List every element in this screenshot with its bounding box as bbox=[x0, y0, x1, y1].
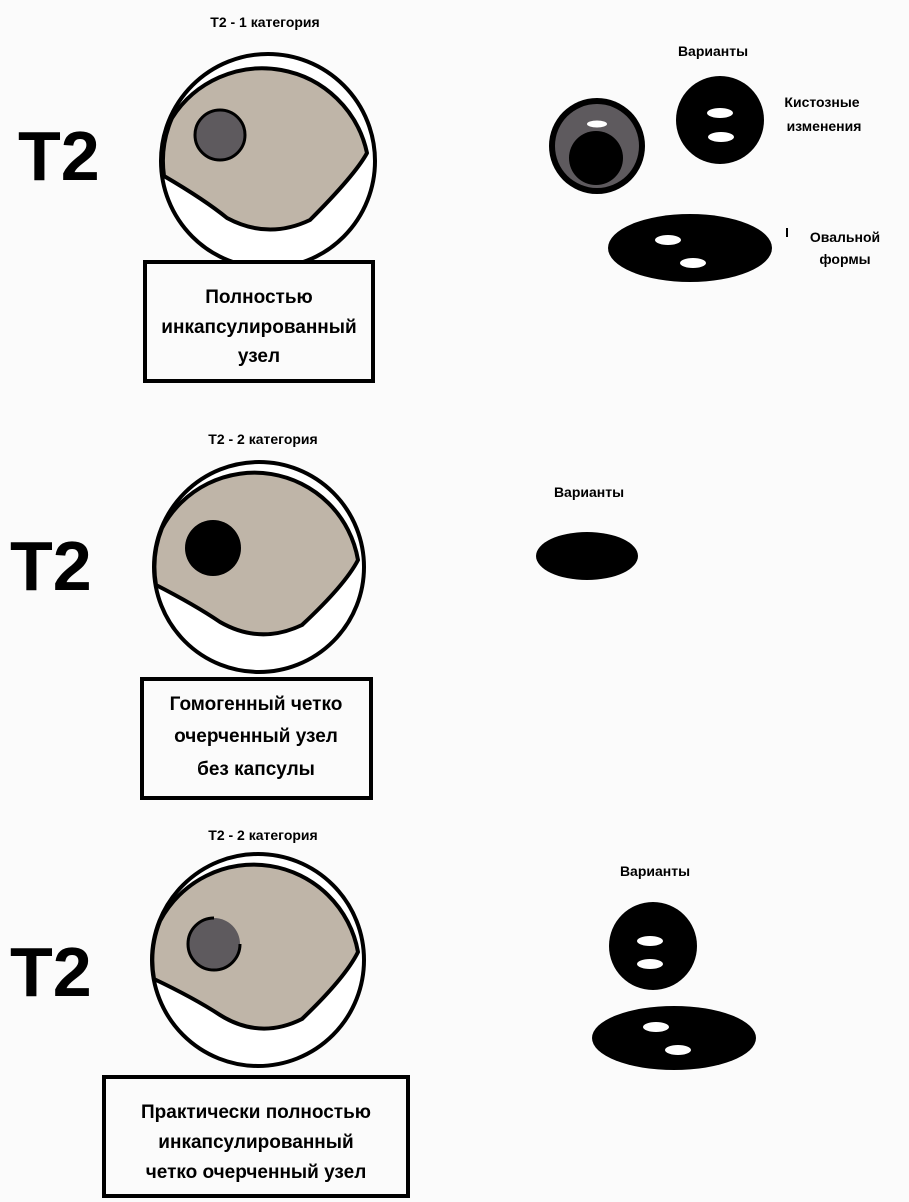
variants-title: Варианты bbox=[678, 43, 748, 59]
description-line-1: Полностью bbox=[205, 287, 312, 308]
description-box: Полностью инкапсулированный узел bbox=[145, 262, 373, 381]
thyroid-diagram bbox=[152, 854, 364, 1066]
variants-title: Варианты bbox=[554, 484, 624, 500]
t2-big-label: T2 bbox=[10, 527, 92, 605]
description-line-3: узел bbox=[238, 346, 280, 367]
cystic-spot-icon bbox=[708, 132, 734, 142]
t2-big-label: T2 bbox=[10, 933, 92, 1011]
variants-group: Варианты bbox=[592, 863, 756, 1070]
variant-oval bbox=[592, 1006, 756, 1070]
cystic-spot-icon bbox=[707, 108, 733, 118]
cystic-spot-icon bbox=[680, 258, 706, 268]
description-box: Гомогенный четко очерченный узел без кап… bbox=[142, 679, 371, 798]
category-title: T2 - 2 категория bbox=[208, 431, 317, 447]
variant-capsule-nodule bbox=[549, 98, 645, 194]
thyroid-diagram bbox=[161, 54, 375, 268]
variant-cystic-round bbox=[676, 76, 764, 164]
category-title: T2 - 2 категория bbox=[208, 827, 317, 843]
variant-black-round-nodule bbox=[609, 902, 697, 990]
variant-oval bbox=[608, 214, 772, 282]
variant-label-cystic-line-1: Кистозные bbox=[784, 94, 859, 110]
cystic-spot-icon bbox=[637, 936, 663, 946]
description-line-3: без капсулы bbox=[197, 759, 315, 780]
variant-label-oval-line-2: формы bbox=[819, 251, 870, 267]
variant-black-round-nodule bbox=[676, 76, 764, 164]
description-line-3: четко очерченный узел bbox=[146, 1162, 367, 1183]
t2-big-label: T2 bbox=[18, 117, 100, 195]
description-line-1: Гомогенный четко bbox=[170, 694, 343, 715]
variant-label-cystic-line-2: изменения bbox=[787, 118, 862, 134]
variants-group: Варианты bbox=[536, 484, 638, 580]
variant-black-oval-nodule bbox=[536, 532, 638, 580]
variants-title: Варианты bbox=[620, 863, 690, 879]
encapsulated-nodule bbox=[195, 110, 245, 160]
homogeneous-nodule bbox=[185, 520, 241, 576]
section-t2-category-2: T2 - 2 категория T2 Гомогенный четко оче… bbox=[10, 431, 638, 798]
thyroid-diagram bbox=[154, 462, 364, 672]
pointer-tick bbox=[786, 228, 788, 237]
cystic-spot-icon bbox=[637, 959, 663, 969]
section-t2-category-1: T2 - 1 категория T2 Полностью инкапсулир… bbox=[18, 14, 880, 381]
cystic-spot-icon bbox=[587, 121, 607, 128]
description-line-1: Практически полностью bbox=[141, 1102, 371, 1123]
variants-group: Варианты Кистозные изменения bbox=[549, 43, 880, 282]
cystic-spot-icon bbox=[643, 1022, 669, 1032]
variant-cystic-round bbox=[609, 902, 697, 990]
variant-black-core bbox=[569, 131, 623, 185]
section-t2-category-2-partial: T2 - 2 категория T2 Практически полность… bbox=[10, 827, 756, 1196]
description-box: Практически полностью инкапсулированный … bbox=[104, 1077, 408, 1196]
cystic-spot-icon bbox=[655, 235, 681, 245]
variant-black-oval-nodule bbox=[608, 214, 772, 282]
variant-label-oval-line-1: Овальной bbox=[810, 229, 880, 245]
description-line-2: инкапсулированный bbox=[158, 1132, 353, 1153]
description-line-2: инкапсулированный bbox=[161, 317, 356, 338]
description-line-2: очерченный узел bbox=[174, 726, 338, 747]
category-title: T2 - 1 категория bbox=[210, 14, 319, 30]
variant-black-oval-nodule bbox=[592, 1006, 756, 1070]
cystic-spot-icon bbox=[665, 1045, 691, 1055]
